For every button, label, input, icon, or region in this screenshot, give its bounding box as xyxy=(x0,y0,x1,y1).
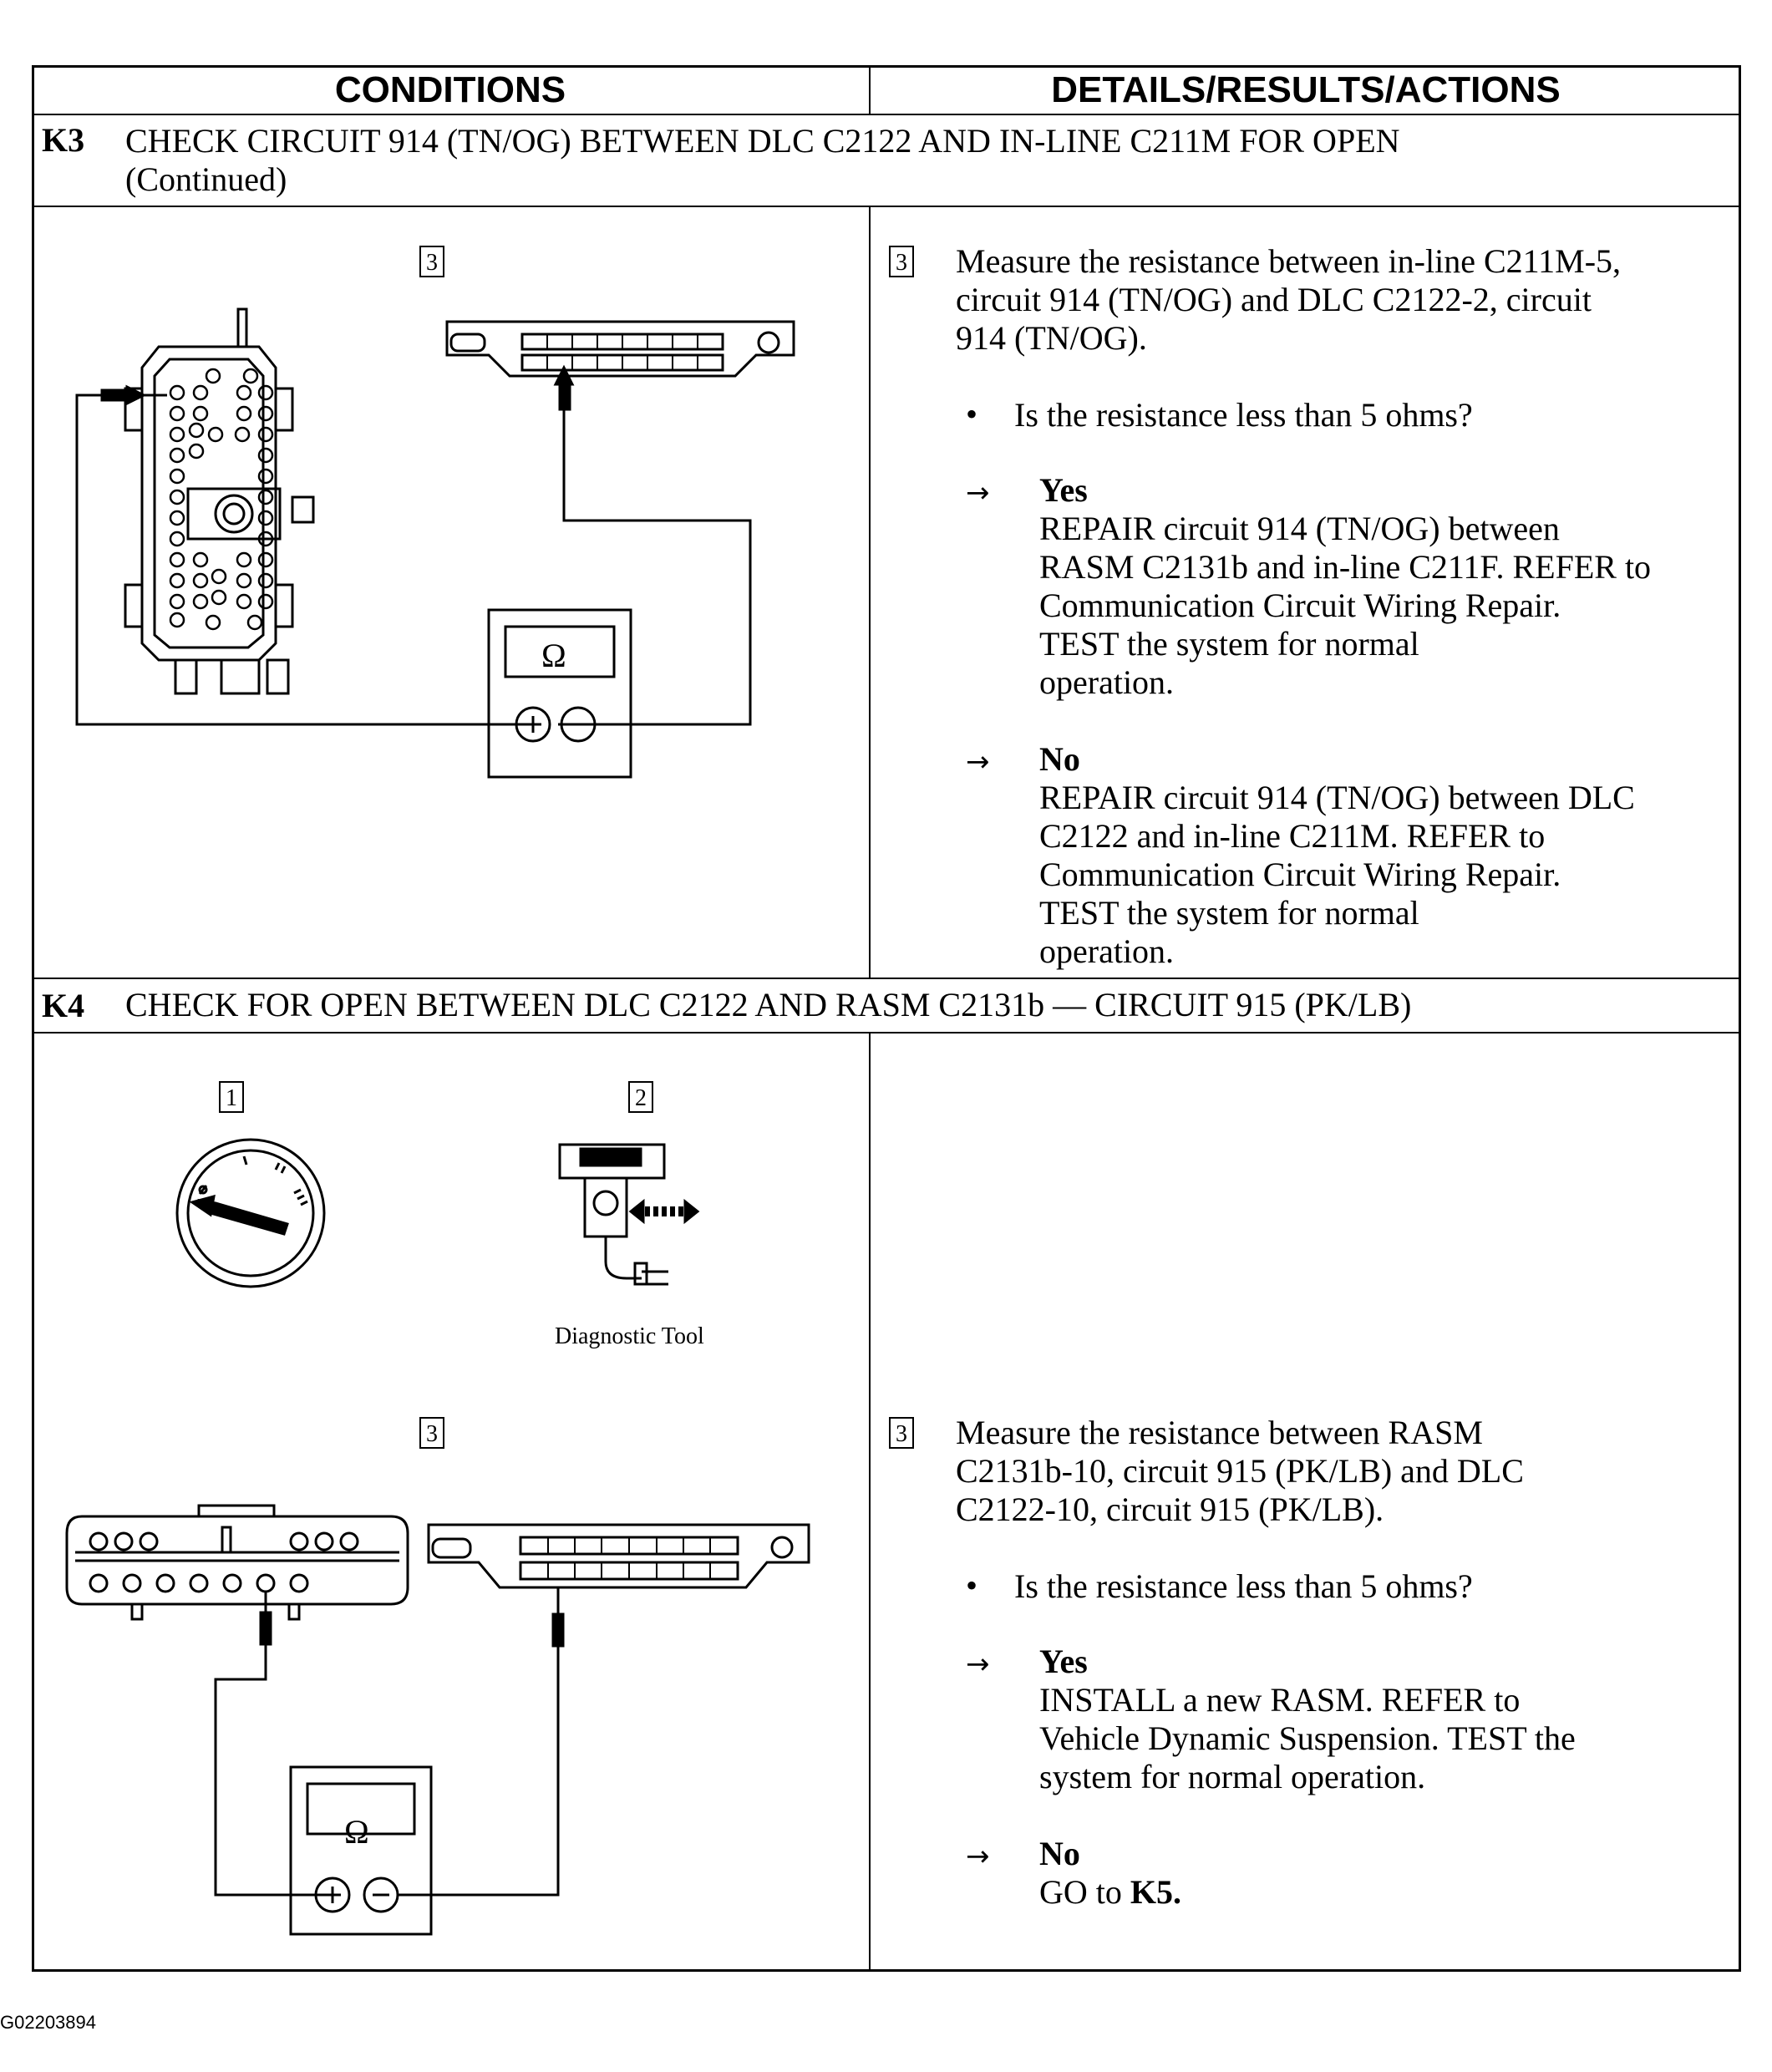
k3-no-arrow: → xyxy=(966,745,990,779)
k3-question-bullet: • xyxy=(966,395,978,433)
k3-no-line5: operation. xyxy=(1039,932,1175,970)
ignition-switch-off xyxy=(175,1138,326,1288)
pin-grid xyxy=(169,368,274,631)
k3-yes-line2: RASM C2131b and in-line C211F. REFER to xyxy=(1039,548,1652,586)
k4-title-top-divider xyxy=(32,978,1741,979)
k3-title-line2: (Continued) xyxy=(125,160,287,198)
column-header-details: DETAILS/RESULTS/ACTIONS xyxy=(1051,69,1561,110)
k3-step-line3: 914 (TN/OG). xyxy=(956,319,1147,357)
k3-yes-line4: TEST the system for normal xyxy=(1039,625,1419,663)
diagnostic-tool-caption: Diagnostic Tool xyxy=(555,1323,704,1349)
k3-no-label: No xyxy=(1039,740,1080,778)
k3-yes-arrow: → xyxy=(966,476,990,510)
k4-no-action: GO to K5. xyxy=(1039,1873,1181,1912)
k3-yes-label: Yes xyxy=(1039,471,1088,509)
k3-no-line3: Communication Circuit Wiring Repair. xyxy=(1039,856,1561,893)
dlc-c2122 xyxy=(427,1523,810,1589)
k4-yes-label: Yes xyxy=(1039,1643,1088,1680)
test-leads xyxy=(75,364,752,726)
k4-no-target-link[interactable]: K5. xyxy=(1130,1873,1182,1911)
k4-no-label: No xyxy=(1039,1835,1080,1872)
k3-title-line1: CHECK CIRCUIT 914 (TN/OG) BETWEEN DLC C2… xyxy=(125,122,1400,160)
dlc-c2122 xyxy=(445,320,795,378)
rasm-connector-c2131b xyxy=(65,1504,409,1621)
test-leads xyxy=(214,1587,565,1897)
k4-title: CHECK FOR OPEN BETWEEN DLC C2122 AND RAS… xyxy=(125,986,1412,1023)
k3-yes-line3: Communication Circuit Wiring Repair. xyxy=(1039,587,1561,624)
k4-step-line1: Measure the resistance between RASM xyxy=(956,1414,1483,1451)
inline-connector-c211m xyxy=(124,307,315,695)
k4-question: Is the resistance less than 5 ohms? xyxy=(1014,1567,1473,1605)
procedure-table xyxy=(32,65,1741,1972)
k3-step-line2: circuit 914 (TN/OG) and DLC C2122-2, cir… xyxy=(956,281,1592,318)
k3-title-divider xyxy=(32,206,1741,207)
header-divider xyxy=(32,114,1741,115)
column-divider-header xyxy=(869,65,871,114)
k4-figure3-step-number: 3 xyxy=(419,1417,444,1449)
k4-step-line3: C2122-10, circuit 915 (PK/LB). xyxy=(956,1491,1384,1528)
k4-yes-line2: Vehicle Dynamic Suspension. TEST the xyxy=(1039,1719,1576,1757)
k3-meter-symbol: Ω xyxy=(541,637,566,674)
k4-step-line2: C2131b-10, circuit 915 (PK/LB) and DLC xyxy=(956,1452,1524,1490)
k3-wiring-diagram xyxy=(75,307,795,779)
k3-question: Is the resistance less than 5 ohms? xyxy=(1014,396,1473,434)
k4-figure2-step-number: 2 xyxy=(628,1081,653,1113)
k3-no-line2: C2122 and in-line C211M. REFER to xyxy=(1039,817,1546,855)
k4-meter-symbol: Ω xyxy=(344,1813,369,1851)
k3-step-line1: Measure the resistance between in-line C… xyxy=(956,242,1622,280)
k4-question-bullet: • xyxy=(966,1567,978,1604)
ohmmeter xyxy=(487,608,632,779)
k4-title-bottom-divider xyxy=(32,1032,1741,1033)
k4-yes-arrow: → xyxy=(966,1648,990,1681)
diagnostic-tool-icon xyxy=(558,1143,700,1286)
column-divider-k4 xyxy=(869,1032,871,1972)
k3-no-line1: REPAIR circuit 914 (TN/OG) between DLC xyxy=(1039,779,1635,816)
k3-step-id: K3 xyxy=(42,121,85,159)
k4-no-text: GO to xyxy=(1039,1873,1130,1911)
column-divider-k3 xyxy=(869,206,871,978)
k3-yes-line1: REPAIR circuit 914 (TN/OG) between xyxy=(1039,510,1560,547)
k3-yes-line5: operation. xyxy=(1039,663,1175,701)
k3-figure-step-number: 3 xyxy=(419,246,444,277)
k4-no-arrow: → xyxy=(966,1840,990,1873)
k4-figure1-step-number: 1 xyxy=(219,1081,244,1113)
figure-id: G02203894 xyxy=(0,2012,96,2033)
k4-yes-line3: system for normal operation. xyxy=(1039,1758,1426,1795)
column-header-conditions: CONDITIONS xyxy=(334,69,566,110)
k4-yes-line1: INSTALL a new RASM. REFER to xyxy=(1039,1681,1521,1719)
k3-no-line4: TEST the system for normal xyxy=(1039,894,1419,932)
ohmmeter xyxy=(289,1765,433,1936)
k4-step-id: K4 xyxy=(42,987,85,1024)
k4-step-number: 3 xyxy=(889,1417,914,1449)
k3-step-number: 3 xyxy=(889,246,914,277)
k4-wiring-diagram xyxy=(65,1504,810,1936)
